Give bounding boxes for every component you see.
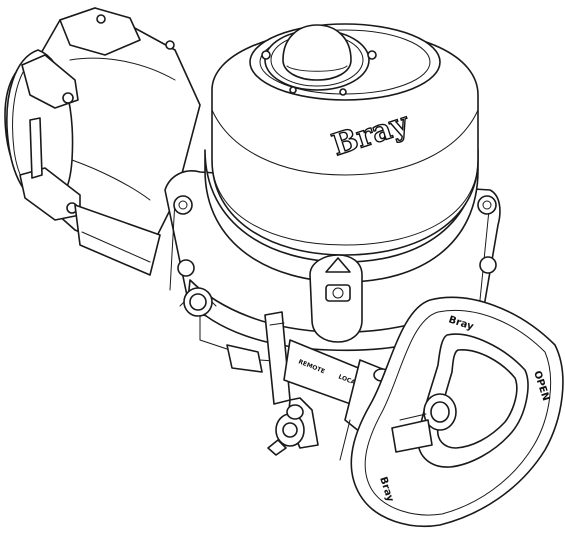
top-cover: Bray	[204, 23, 479, 283]
handwheel: Bray OPEN Bray	[350, 296, 564, 527]
motor-housing	[4, 7, 201, 276]
